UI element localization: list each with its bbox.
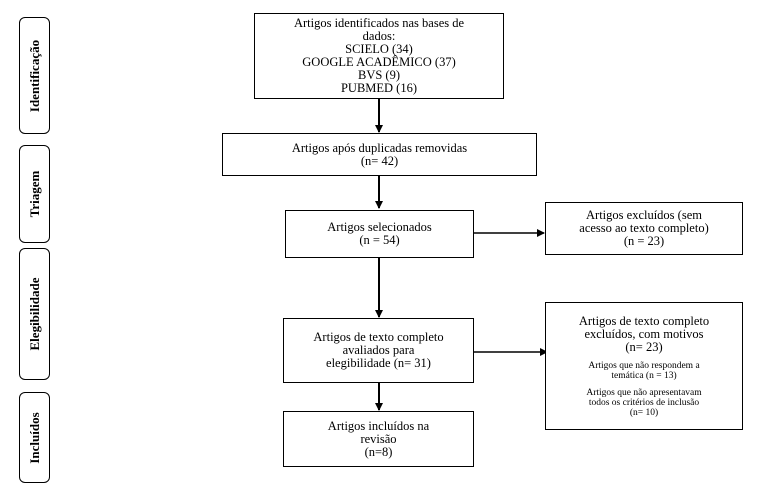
phase-eligibility: Elegibilidade — [19, 248, 50, 380]
phase-identification: Identificação — [19, 17, 50, 134]
reason2-line2: todos os critérios de inclusão — [588, 397, 700, 408]
fulltext-excluded-line1: Artigos de texto completo — [578, 313, 710, 328]
excluded-no-access-line2: acesso ao texto completo) — [579, 221, 709, 235]
phase-screening: Triagem — [19, 145, 50, 243]
deduplicated-line1: Artigos após duplicadas removidas — [291, 140, 468, 155]
identified-box: Artigos identificados nas bases de dados… — [254, 13, 504, 99]
included-count: (n=8) — [364, 444, 393, 459]
source-pubmed: PUBMED (16) — [340, 81, 418, 95]
reason1-line1: Artigos que não respondem a — [588, 360, 700, 371]
selected-line1: Artigos selecionados — [327, 220, 432, 234]
included-box: Artigos incluídos na revisão (n=8) — [283, 411, 474, 467]
fulltext-assessed-line1: Artigos de texto completo — [313, 330, 444, 344]
fulltext-assessed-line3: elegibilidade (n= 31) — [326, 356, 431, 370]
included-line1: Artigos incluídos na — [327, 418, 430, 433]
reason2-line3: (n= 10) — [629, 407, 659, 418]
source-scielo: SCIELO (34) — [345, 42, 413, 56]
included-line2: revisão — [360, 431, 397, 446]
deduplicated-count: (n= 42) — [360, 153, 399, 168]
fulltext-assessed-line2: avaliados para — [342, 343, 415, 357]
fulltext-excluded-line2: excluídos, com motivos — [584, 326, 704, 341]
reason2-line1: Artigos que não apresentavam — [586, 387, 702, 398]
fulltext-excluded-box: Artigos de texto completo excluídos, com… — [545, 302, 743, 430]
selected-box: Artigos selecionados (n = 54) — [285, 210, 474, 258]
phase-included: Incluídos — [19, 392, 50, 483]
identified-line1: Artigos identificados nas bases de — [293, 16, 465, 30]
selected-count: (n = 54) — [359, 233, 400, 247]
identified-line2: dados: — [362, 29, 396, 43]
deduplicated-box: Artigos após duplicadas removidas (n= 42… — [222, 133, 537, 176]
source-google-academico: GOOGLE ACADÊMICO (37) — [302, 55, 456, 69]
source-bvs: BVS (9) — [357, 68, 401, 82]
fulltext-assessed-box: Artigos de texto completo avaliados para… — [283, 318, 474, 383]
excluded-no-access-box: Artigos excluídos (sem acesso ao texto c… — [545, 202, 743, 255]
fulltext-excluded-count: (n= 23) — [625, 339, 663, 354]
reason1-line2: temática (n = 13) — [611, 370, 677, 381]
excluded-no-access-line1: Artigos excluídos (sem — [586, 208, 702, 222]
excluded-no-access-count: (n = 23) — [623, 234, 665, 248]
